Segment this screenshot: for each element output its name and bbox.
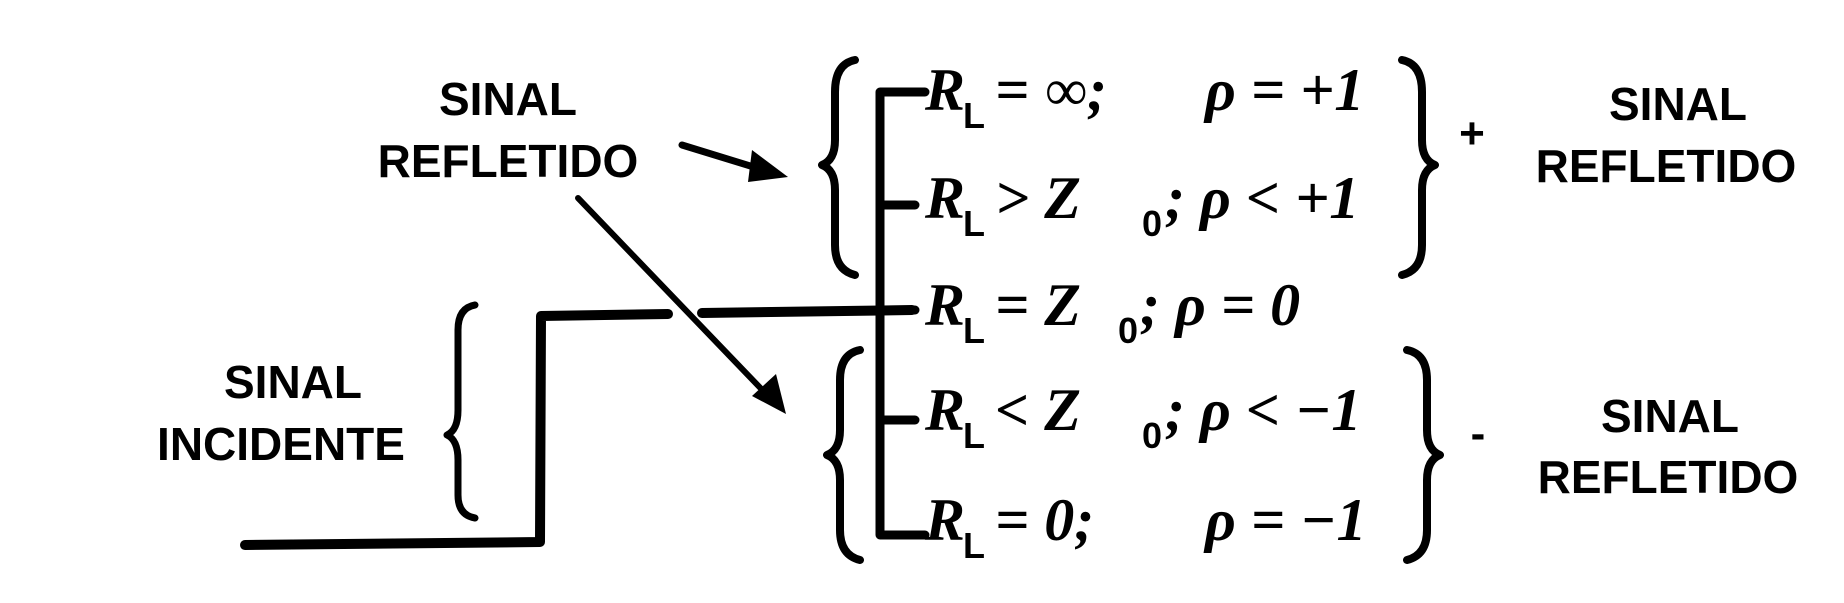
reflected-label-line2: REFLETIDO <box>378 135 639 187</box>
svg-text:0: 0 <box>1118 310 1138 351</box>
negative-right-brace <box>1403 346 1444 564</box>
svg-text:R: R <box>924 57 965 123</box>
svg-text:; ρ = 0: ; ρ = 0 <box>1140 272 1300 338</box>
svg-text:R: R <box>924 272 965 338</box>
svg-text:0: 0 <box>1142 415 1162 456</box>
incident-brace <box>443 301 479 522</box>
svg-text:L: L <box>963 203 985 244</box>
positive-right-brace <box>1398 56 1439 279</box>
reflected-label-line1: SINAL <box>439 73 577 125</box>
svg-text:= ∞;: = ∞; <box>995 57 1107 123</box>
svg-text:R: R <box>924 165 965 231</box>
svg-text:; ρ < −1: ; ρ < −1 <box>1165 377 1361 443</box>
svg-text:= Z: = Z <box>995 272 1081 338</box>
negative-reflected-line1: SINAL <box>1601 390 1739 442</box>
case-greater-than-z0: R L > Z 0 ; ρ < +1 <box>924 165 1359 244</box>
svg-text:L: L <box>963 415 985 456</box>
svg-text:R: R <box>924 377 965 443</box>
svg-text:L: L <box>963 310 985 351</box>
case-short-circuit: R L = 0; ρ = −1 <box>924 487 1366 566</box>
case-open-circuit: R L = ∞; ρ = +1 <box>924 57 1364 136</box>
positive-reflected-line2: REFLETIDO <box>1536 140 1797 192</box>
minus-sign: - <box>1471 409 1486 458</box>
positive-reflected-line1: SINAL <box>1609 78 1747 130</box>
svg-text:ρ = −1: ρ = −1 <box>1203 487 1366 553</box>
negative-left-brace <box>823 346 864 564</box>
svg-text:< Z: < Z <box>995 377 1081 443</box>
svg-text:L: L <box>963 525 985 566</box>
positive-left-brace <box>818 56 859 279</box>
incident-label-line2: INCIDENTE <box>157 418 405 470</box>
svg-text:ρ = +1: ρ = +1 <box>1203 57 1364 123</box>
plus-sign: + <box>1459 109 1485 158</box>
svg-text:L: L <box>963 95 985 136</box>
case-matched: R L = Z 0 ; ρ = 0 <box>924 272 1300 351</box>
arrow-to-positive-cases <box>678 141 788 182</box>
svg-text:R: R <box>924 487 965 553</box>
svg-text:; ρ < +1: ; ρ < +1 <box>1165 165 1359 231</box>
case-less-than-z0: R L < Z 0 ; ρ < −1 <box>924 377 1361 456</box>
incident-label-line1: SINAL <box>224 356 362 408</box>
negative-reflected-line2: REFLETIDO <box>1538 451 1799 503</box>
arrow-to-negative-cases <box>575 195 786 414</box>
svg-text:= 0;: = 0; <box>995 487 1094 553</box>
svg-text:0: 0 <box>1142 203 1162 244</box>
svg-text:> Z: > Z <box>995 165 1081 231</box>
